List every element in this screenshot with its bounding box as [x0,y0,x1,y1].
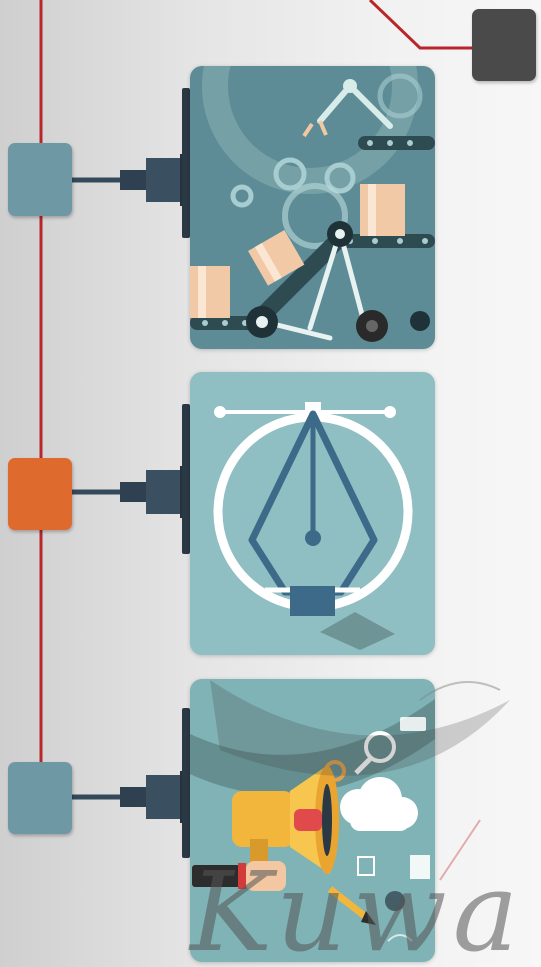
node-design [8,458,72,530]
node-marketing [8,762,72,834]
panel-port-1 [182,88,190,238]
factory-gears-icon [190,66,435,349]
panel-port-3 [182,708,190,858]
top-node [472,9,536,81]
pen-tool-icon [190,372,435,655]
panel-port-2 [182,404,190,554]
panel-marketing [190,679,435,962]
node-automation [8,143,72,216]
megaphone-icon [190,679,435,962]
top-connector-line [370,0,472,48]
panel-design [190,372,435,655]
panel-automation [190,66,435,349]
